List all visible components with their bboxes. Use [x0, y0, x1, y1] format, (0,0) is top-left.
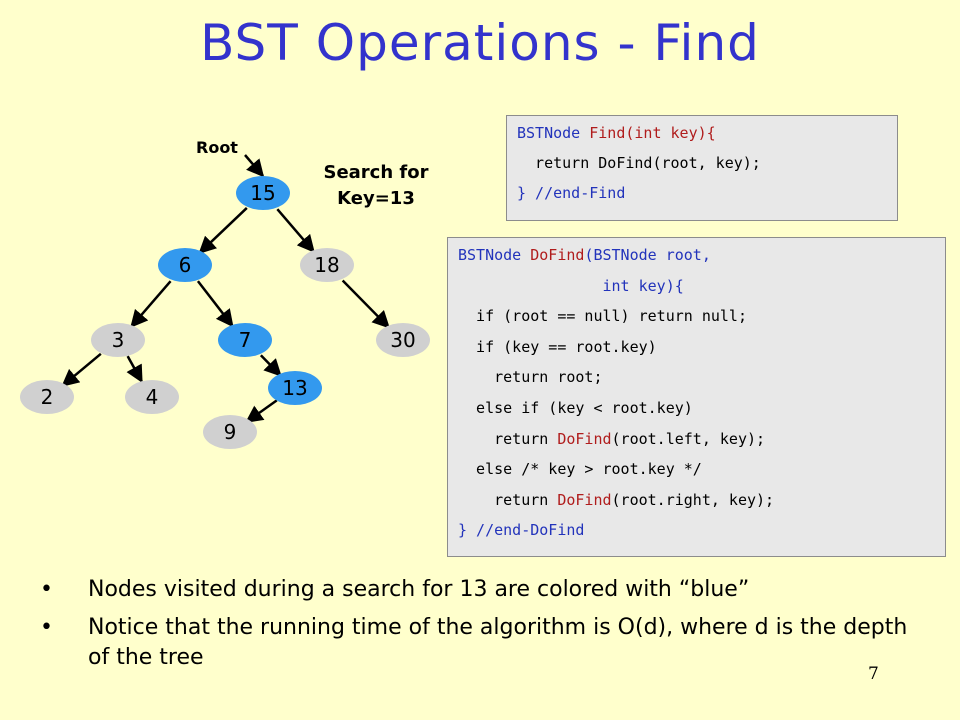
tree-node-4: 4: [125, 380, 179, 414]
code-line: } //end-Find: [517, 184, 625, 202]
bullet-item: • Notice that the running time of the al…: [40, 613, 920, 673]
code-token: Find(int key){: [589, 124, 716, 142]
tree-node-shape: [300, 248, 354, 282]
tree-node-label: 30: [390, 328, 415, 352]
search-label-line1: Search for: [323, 162, 429, 183]
tree-node-13: 13: [268, 371, 322, 405]
code-token: DoFind: [530, 246, 585, 264]
code-line: if (key == root.key): [458, 338, 657, 356]
bullet-text: Nodes visited during a search for 13 are…: [88, 577, 750, 602]
tree-node-3: 3: [91, 323, 145, 357]
code-line: } //end-DoFind: [458, 521, 584, 539]
tree-edge-3-2: [61, 352, 102, 387]
code-line: BSTNode DoFind(BSTNode root,: [458, 246, 711, 264]
code-token: BSTNode: [517, 124, 590, 142]
tree-node-label: 15: [250, 181, 275, 205]
tree-node-9: 9: [203, 415, 257, 449]
code-token: return root;: [458, 368, 603, 387]
code-token: if (key == root.key): [458, 337, 657, 356]
tree-node-label: 2: [41, 385, 54, 409]
tree-node-label: 13: [282, 376, 307, 400]
tree-edge-15-6: [198, 207, 248, 254]
root-pointer-arrow: [244, 154, 265, 178]
tree-node-shape: [203, 415, 257, 449]
code-token: else /* key > root.key */: [458, 460, 702, 479]
root-label: Root: [196, 138, 238, 157]
tree-node-shape: [236, 176, 290, 210]
code-line: if (root == null) return null;: [458, 307, 747, 325]
tree-node-shape: [268, 371, 322, 405]
bullet-list: • Nodes visited during a search for 13 a…: [40, 575, 920, 673]
tree-edge-13-9: [245, 399, 278, 423]
tree-node-2: 2: [20, 380, 74, 414]
bullet-item: • Nodes visited during a search for 13 a…: [40, 575, 920, 605]
code-token: (BSTNode root,: [584, 246, 711, 264]
tree-node-7: 7: [218, 323, 272, 357]
tree-edge-7-13: [259, 354, 282, 377]
code-line: return DoFind(root.right, key);: [458, 491, 774, 509]
code-token: return DoFind(root, key);: [517, 154, 761, 172]
code-token: return: [458, 429, 558, 448]
code-token: } //end-DoFind: [458, 521, 585, 540]
code-line: BSTNode Find(int key){: [517, 124, 716, 142]
tree-node-18: 18: [300, 248, 354, 282]
code-token: DoFind: [557, 490, 612, 509]
tree-node-label: 3: [112, 328, 125, 352]
bullet-dot: •: [40, 577, 53, 602]
tree-node-shape: [125, 380, 179, 414]
code-token: return: [458, 490, 558, 509]
tree-node-shape: [218, 323, 272, 357]
code-line: return DoFind(root.left, key);: [458, 430, 765, 448]
tree-node-label: 4: [146, 385, 159, 409]
tree-edge-6-7: [196, 280, 234, 328]
tree-edge-6-3: [130, 280, 172, 328]
code-token: else if (key < root.key): [458, 399, 693, 417]
tree-node-label: 7: [239, 328, 252, 352]
tree-node-label: 18: [314, 253, 339, 277]
tree-edge-3-4: [126, 355, 143, 384]
code-line: return root;: [458, 368, 603, 387]
code-token: DoFind: [557, 429, 612, 448]
code-line: int key){: [458, 276, 684, 295]
bullet-text: Notice that the running time of the algo…: [88, 615, 908, 670]
code-line: else if (key < root.key): [458, 399, 693, 417]
tree-edge-18-30: [341, 279, 390, 329]
code-line: return DoFind(root, key);: [517, 154, 761, 172]
dofind-code-box: BSTNode DoFind(BSTNode root, int key){ i…: [447, 237, 946, 557]
code-token: BSTNode: [458, 246, 531, 264]
tree-node-label: 9: [224, 420, 237, 444]
search-key-label: Search for Key=13: [296, 160, 456, 212]
tree-node-30: 30: [376, 323, 430, 357]
tree-edge-15-18: [276, 208, 315, 253]
tree-node-shape: [158, 248, 212, 282]
code-token: } //end-Find: [517, 184, 626, 202]
page-number: 7: [868, 664, 879, 684]
code-token: (root.left, key);: [611, 429, 766, 448]
code-token: (root.right, key);: [611, 490, 775, 509]
tree-node-shape: [20, 380, 74, 414]
search-label-line2: Key=13: [337, 188, 415, 209]
find-code-box: BSTNode Find(int key){ return DoFind(roo…: [506, 115, 898, 221]
code-token: int key){: [458, 276, 684, 295]
code-token: if (root == null) return null;: [458, 307, 747, 326]
tree-node-label: 6: [179, 253, 192, 277]
bullet-dot: •: [40, 615, 53, 640]
tree-node-6: 6: [158, 248, 212, 282]
code-line: else /* key > root.key */: [458, 460, 702, 478]
tree-node-shape: [376, 323, 430, 357]
tree-node-shape: [91, 323, 145, 357]
slide-title: BST Operations - Find: [200, 14, 760, 72]
tree-node-15: 15: [236, 176, 290, 210]
